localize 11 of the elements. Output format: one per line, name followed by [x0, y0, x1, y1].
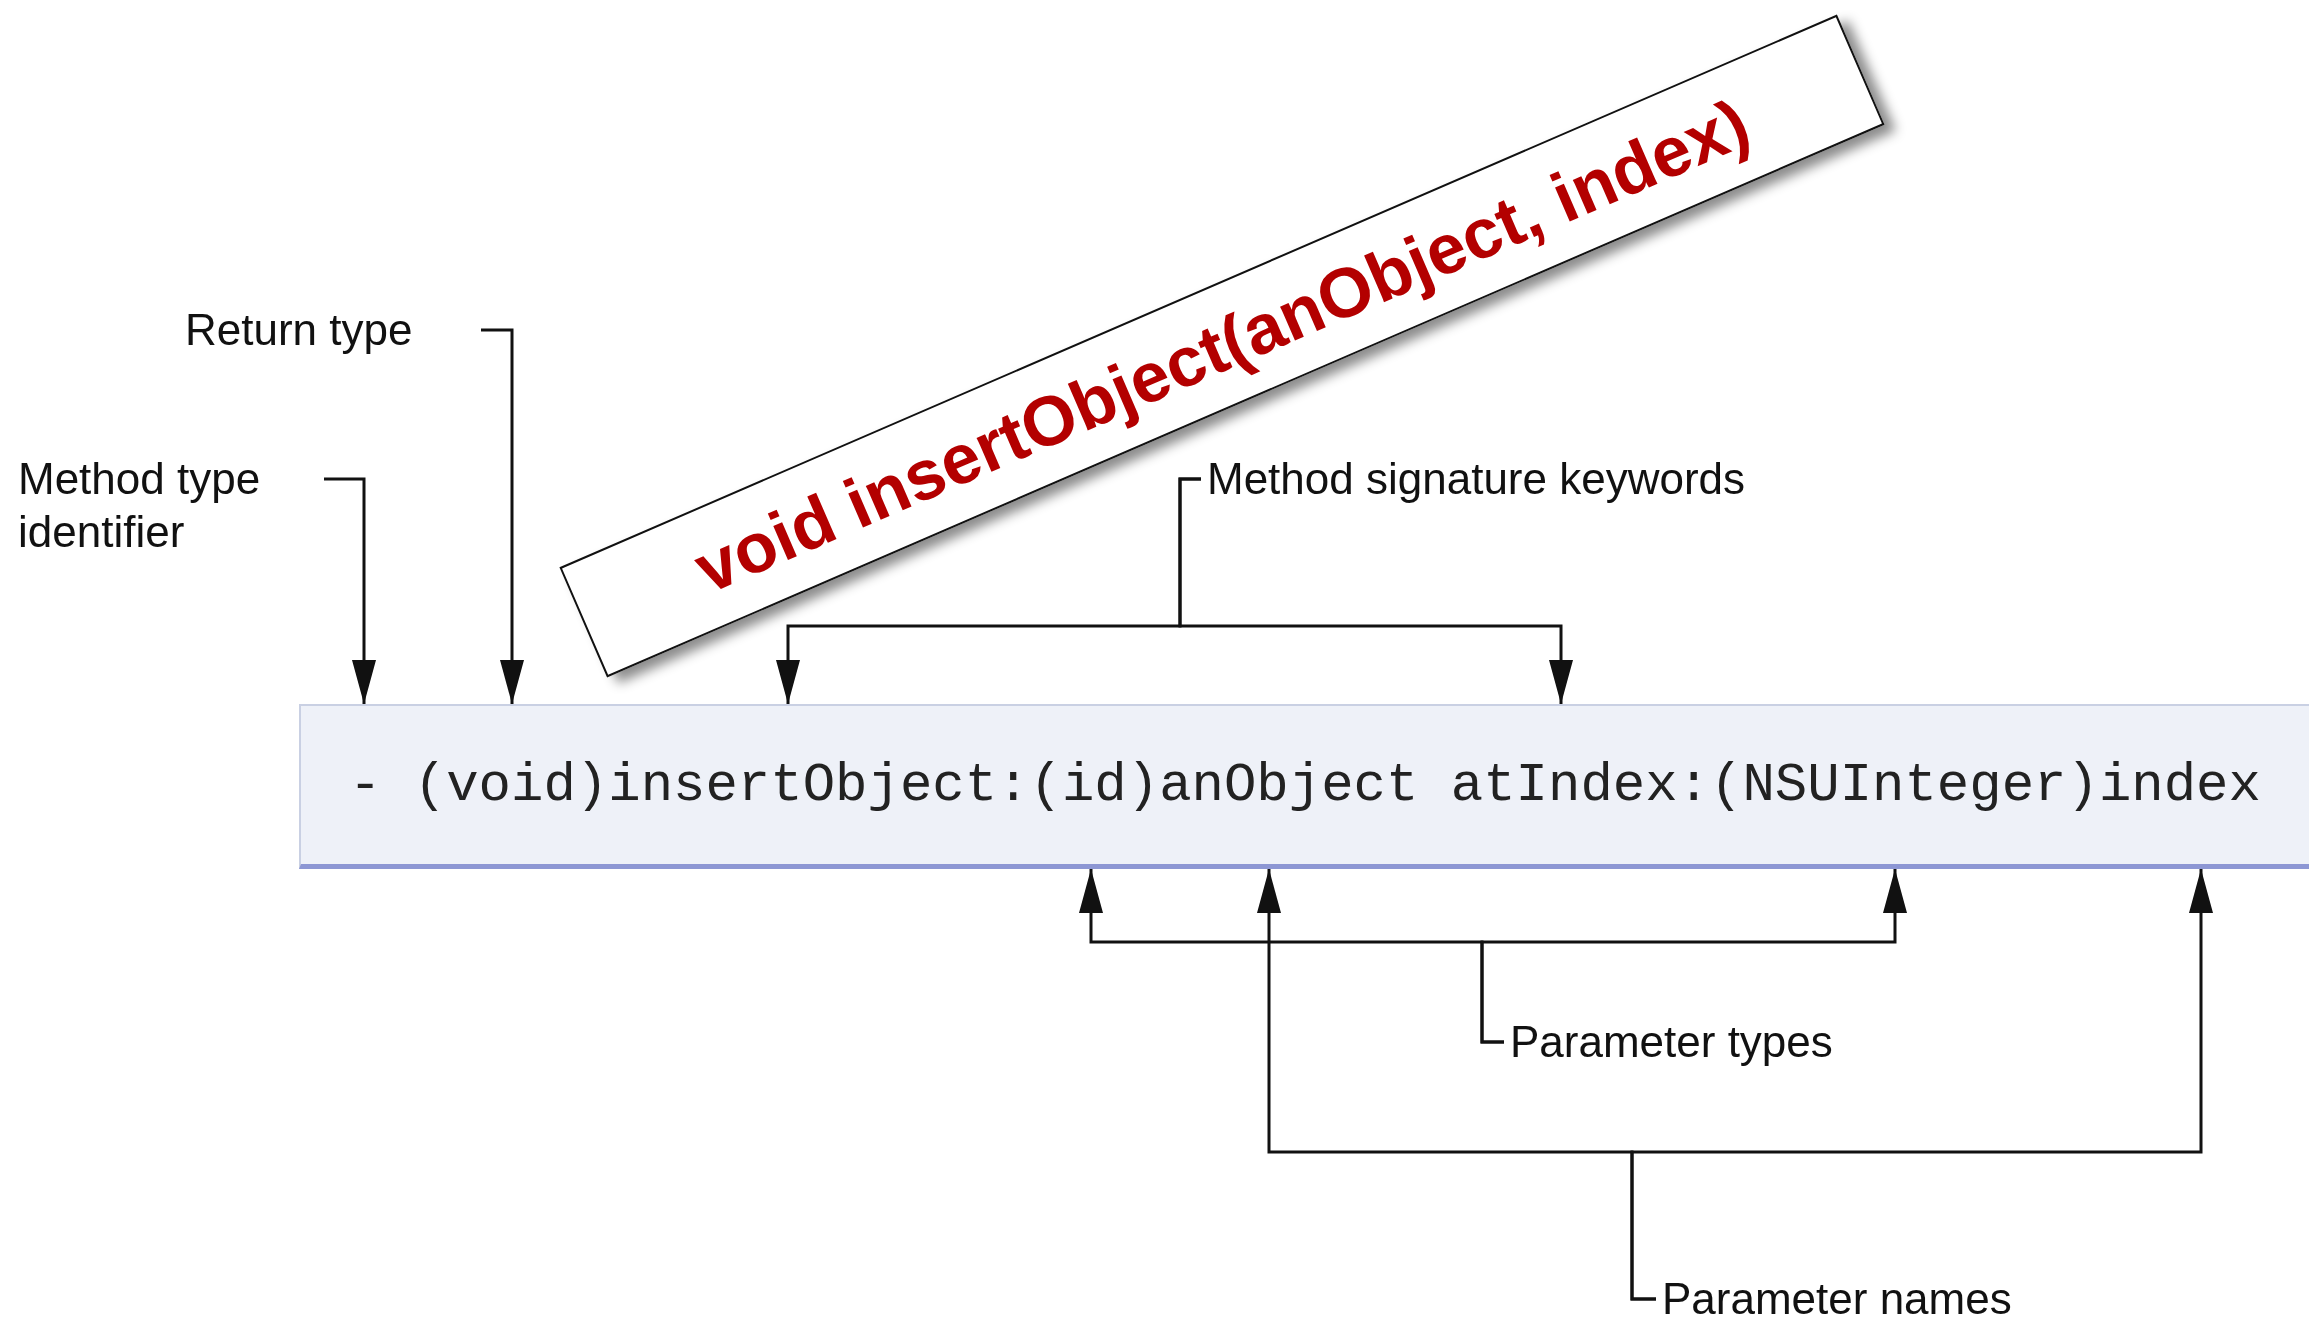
leader-arrow	[1480, 869, 1907, 1044]
code-bar	[299, 704, 2309, 869]
leader-arrow	[324, 477, 376, 704]
annotation-label: Method type identifier	[18, 453, 262, 558]
code-text: - (void)insertObject:(id)anObject atIndex:(NSUInteger)index	[349, 754, 2261, 816]
annotation-label: Parameter types	[1510, 1016, 1834, 1068]
leader-arrow	[1178, 477, 1573, 704]
annotation-label: Parameter names	[1662, 1273, 2013, 1324]
leader-arrow	[481, 328, 524, 704]
leader-arrow	[1630, 869, 2213, 1301]
annotation-label: Return type	[185, 304, 414, 356]
